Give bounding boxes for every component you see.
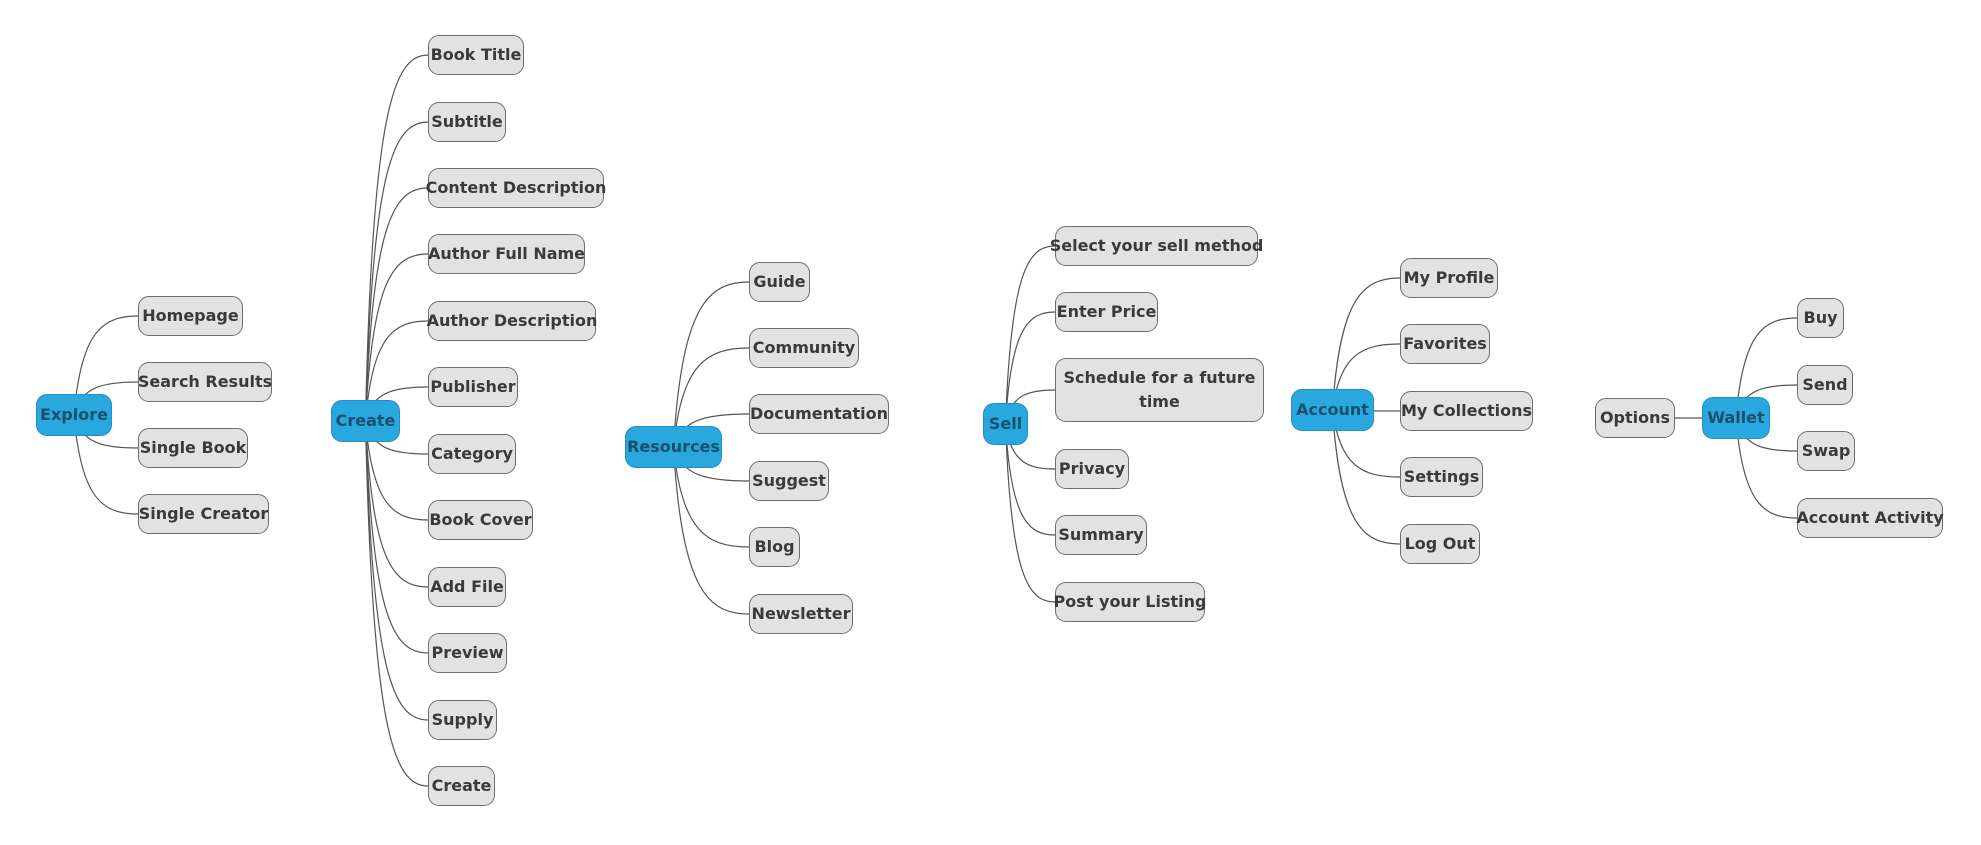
create-child-book-cover: Book Cover	[428, 500, 533, 540]
resources-connector	[672, 446, 750, 615]
resources-child-guide: Guide	[749, 262, 810, 302]
account-child-log-out: Log Out	[1400, 524, 1480, 564]
account-child-favorites: Favorites	[1400, 324, 1490, 364]
create-connector	[364, 54, 429, 422]
explore-child-search-results: Search Results	[138, 362, 272, 402]
wallet-child-send: Send	[1797, 365, 1853, 405]
resources-child-suggest: Suggest	[749, 461, 829, 501]
create-root-node: Create	[331, 400, 400, 442]
explore-child-homepage: Homepage	[138, 296, 243, 336]
create-connector	[364, 253, 429, 422]
wallet-child-swap: Swap	[1797, 431, 1855, 471]
create-child-create: Create	[428, 766, 495, 806]
resources-child-documentation: Documentation	[749, 394, 889, 434]
wallet-child-buy: Buy	[1797, 298, 1844, 338]
resources-connector	[672, 281, 750, 448]
sell-connector	[1004, 245, 1056, 425]
explore-child-single-book: Single Book	[138, 428, 248, 468]
create-child-author-description: Author Description	[427, 301, 597, 341]
create-connector	[364, 420, 429, 588]
resources-connector	[672, 446, 750, 548]
sell-child-privacy: Privacy	[1055, 449, 1129, 489]
wallet-connector	[1735, 417, 1798, 519]
account-child-my-profile: My Profile	[1400, 258, 1498, 298]
create-child-book-title: Book Title	[428, 35, 524, 75]
sell-child-summary: Summary	[1055, 515, 1147, 555]
resources-connector	[672, 347, 750, 448]
wallet-root-node: Wallet	[1702, 397, 1770, 439]
sell-connector	[1004, 423, 1056, 603]
create-connector	[364, 420, 429, 654]
create-child-author-full-name: Author Full Name	[428, 234, 585, 274]
wallet-connector	[1735, 317, 1798, 419]
create-child-subtitle: Subtitle	[428, 102, 506, 142]
explore-child-single-creator: Single Creator	[138, 494, 269, 534]
sell-root-node: Sell	[983, 403, 1028, 445]
wallet-parent-options-node: Options	[1595, 398, 1675, 438]
wallet-child-account-activity: Account Activity	[1796, 498, 1944, 538]
sell-child-schedule-for-a-future-time: Schedule for a future time	[1055, 358, 1264, 422]
sell-child-post-your-listing: Post your Listing	[1054, 582, 1206, 622]
account-root-node: Account	[1291, 389, 1374, 431]
create-connector	[364, 420, 429, 521]
resources-root-node: Resources	[625, 426, 722, 468]
resources-child-community: Community	[749, 328, 859, 368]
create-connector	[364, 420, 429, 787]
create-child-category: Category	[428, 434, 516, 474]
create-connector	[364, 121, 429, 422]
create-connector	[364, 320, 429, 422]
resources-child-blog: Blog	[749, 527, 800, 567]
account-connector	[1331, 409, 1401, 545]
sell-connector	[1004, 311, 1056, 425]
resources-child-newsletter: Newsletter	[749, 594, 853, 634]
create-connector	[364, 420, 429, 721]
explore-root-node: Explore	[36, 394, 112, 436]
sell-connector	[1004, 423, 1056, 536]
explore-connector	[73, 414, 139, 515]
create-child-publisher: Publisher	[428, 367, 518, 407]
create-child-preview: Preview	[428, 633, 507, 673]
create-child-add-file: Add File	[428, 567, 506, 607]
create-child-supply: Supply	[428, 700, 497, 740]
explore-connector	[73, 315, 139, 416]
create-connector	[364, 187, 429, 422]
account-child-my-collections: My Collections	[1400, 391, 1533, 431]
sell-child-enter-price: Enter Price	[1055, 292, 1158, 332]
sell-child-select-your-sell-method: Select your sell method	[1050, 226, 1263, 266]
account-child-settings: Settings	[1400, 457, 1483, 497]
create-child-content-description: Content Description	[426, 168, 606, 208]
account-connector	[1331, 277, 1401, 411]
